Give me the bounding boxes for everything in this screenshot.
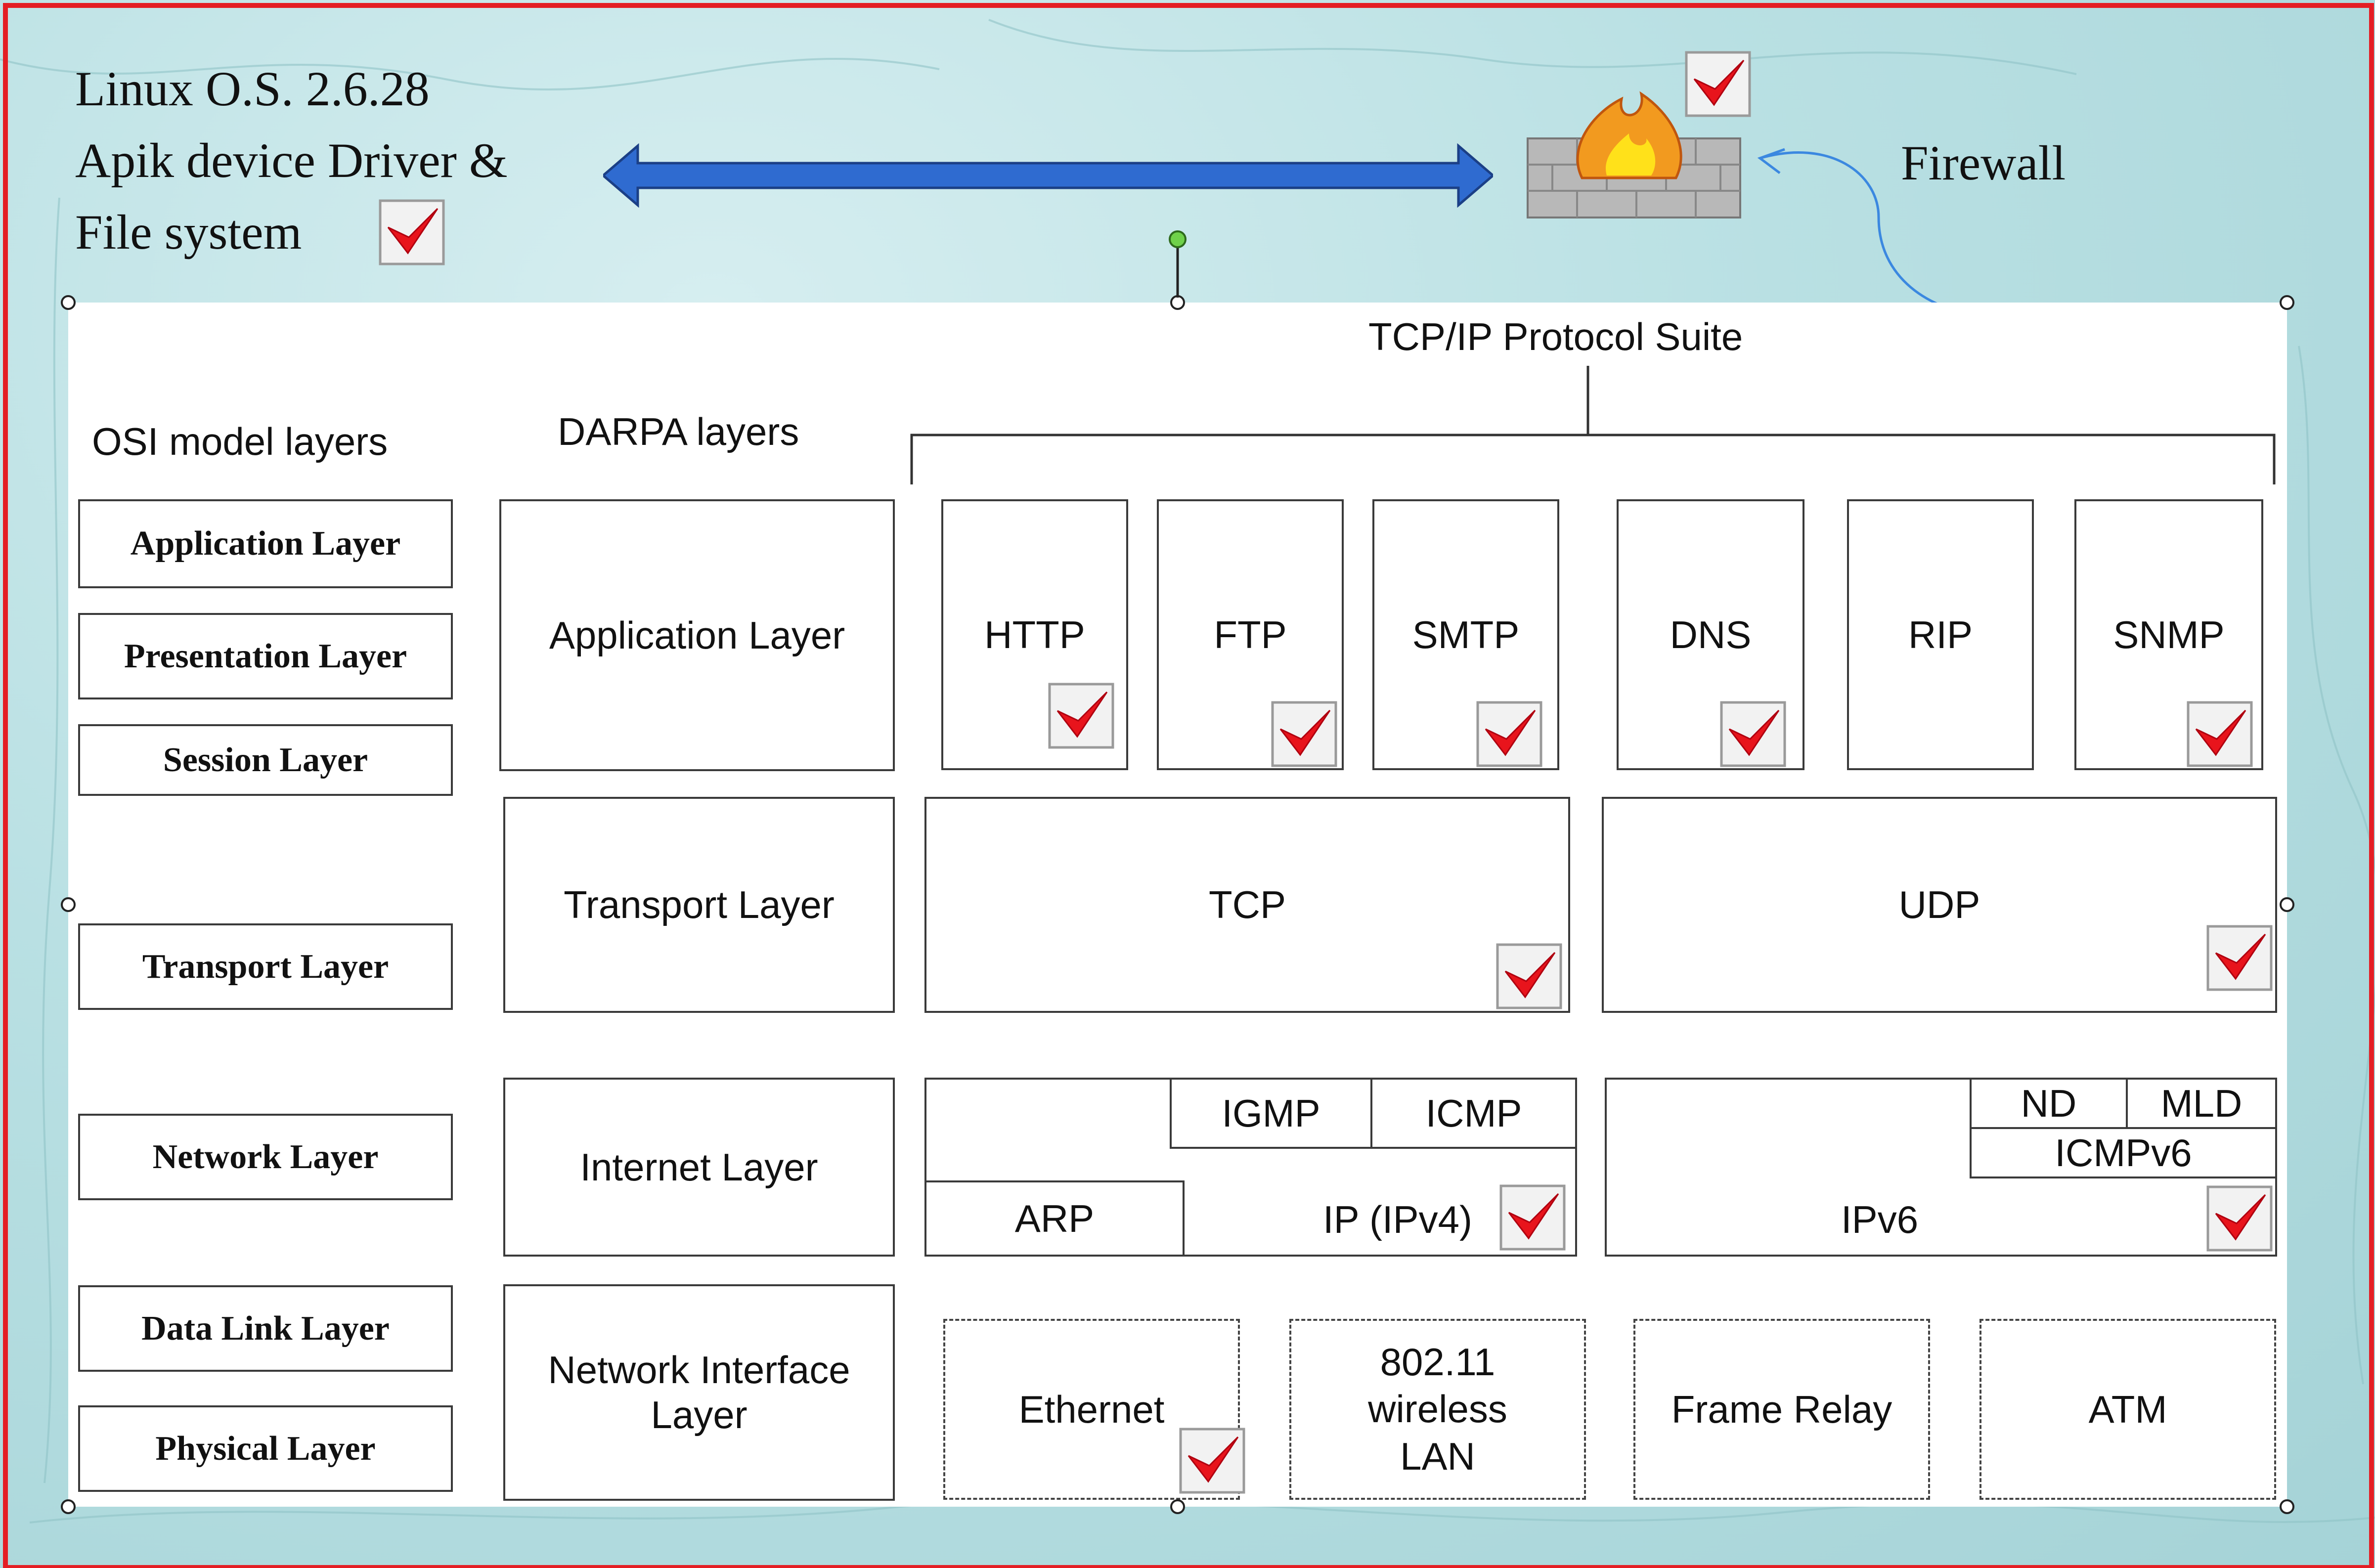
firewall-icon: [1527, 91, 1741, 218]
check-dns-icon: [1720, 701, 1786, 767]
osi-layer-presentation: Presentation Layer: [78, 613, 453, 699]
selection-handle-middle-left[interactable]: [61, 897, 76, 912]
firewall-label: Firewall: [1901, 135, 2066, 190]
header-line-2: Apik device Driver &: [75, 133, 508, 188]
osi-layer-data-link: Data Link Layer: [78, 1285, 453, 1372]
protocol-udp: UDP: [1602, 797, 2277, 1013]
selection-handle-bottom-right[interactable]: [2280, 1499, 2294, 1514]
check-ipv6-icon: [2206, 1185, 2273, 1252]
osi-layer-network: Network Layer: [78, 1114, 453, 1200]
check-ethernet-icon: [1179, 1428, 1245, 1494]
link-802-11: 802.11 wireless LAN: [1289, 1319, 1586, 1500]
osi-title: OSI model layers: [92, 420, 388, 463]
osi-layer-session: Session Layer: [78, 724, 453, 796]
darpa-layer-transport: Transport Layer: [503, 797, 895, 1013]
osi-layer-transport: Transport Layer: [78, 923, 453, 1010]
link-frame-relay: Frame Relay: [1633, 1319, 1930, 1500]
header-line-3: File system: [75, 205, 302, 260]
selection-handle-bottom-left[interactable]: [61, 1499, 76, 1514]
link-802-11-line-1: 802.11: [1380, 1340, 1495, 1384]
protocol-mld: MLD: [2126, 1078, 2277, 1129]
check-ftp-icon: [1271, 701, 1337, 767]
protocol-rip: RIP: [1847, 499, 2034, 770]
protocol-igmp: IGMP: [1170, 1078, 1372, 1149]
selection-handle-middle-right[interactable]: [2280, 897, 2294, 912]
check-snmp-icon: [2187, 701, 2253, 767]
selection-handle-top-left[interactable]: [61, 295, 76, 310]
check-tcp-icon: [1496, 943, 1562, 1009]
protocol-arp: ARP: [924, 1180, 1185, 1257]
selection-handle-bottom-center[interactable]: [1170, 1499, 1185, 1514]
check-firewall-icon: [1685, 51, 1751, 117]
check-udp-icon: [2206, 925, 2273, 991]
double-arrow-icon: [603, 143, 1493, 208]
link-atm: ATM: [1979, 1319, 2276, 1500]
protocol-ipv4: IP (IPv4): [1323, 1198, 1472, 1241]
darpa-layer-internet: Internet Layer: [503, 1078, 895, 1257]
suite-title: TCP/IP Protocol Suite: [1368, 315, 1743, 358]
link-802-11-line-3: LAN: [1400, 1434, 1475, 1478]
osi-layer-application: Application Layer: [78, 499, 453, 588]
protocol-snmp: SNMP: [2074, 499, 2263, 770]
protocol-nd: ND: [1970, 1078, 2128, 1129]
protocol-tcp: TCP: [924, 797, 1570, 1013]
darpa-title: DARPA layers: [558, 410, 799, 453]
link-802-11-line-2: wireless: [1368, 1387, 1507, 1431]
protocol-icmp: ICMP: [1370, 1078, 1577, 1149]
darpa-layer-application: Application Layer: [499, 499, 895, 771]
suite-bracket: [910, 366, 2276, 484]
check-http-icon: [1048, 683, 1114, 749]
osi-layer-physical: Physical Layer: [78, 1405, 453, 1492]
rotation-handle[interactable]: [1163, 228, 1192, 303]
protocol-ipv6: IPv6: [1841, 1198, 1919, 1241]
check-smtp-icon: [1476, 701, 1542, 767]
check-ipv4-icon: [1499, 1184, 1566, 1251]
check-file-system-icon: [379, 199, 445, 265]
selection-handle-top-right[interactable]: [2280, 295, 2294, 310]
darpa-layer-network-interface: Network Interface Layer: [503, 1284, 895, 1501]
protocol-icmpv6: ICMPv6: [1970, 1127, 2277, 1178]
header-line-1: Linux O.S. 2.6.28: [75, 61, 430, 116]
